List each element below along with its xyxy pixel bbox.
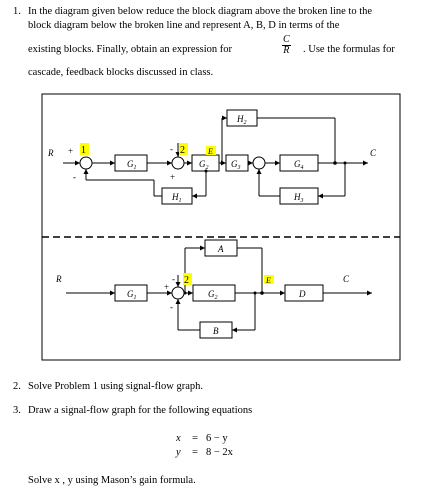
- equation-2-eq: =: [192, 447, 198, 458]
- top-output-label: C: [370, 148, 377, 158]
- bottom-g1-label: G1: [127, 289, 137, 301]
- bottom-label-e: E: [265, 276, 271, 285]
- top-marker-1: 1: [81, 145, 86, 156]
- top-marker-2-bg: [179, 143, 188, 155]
- problem-3-number: 3.: [13, 405, 21, 416]
- fraction-numerator: C: [282, 34, 291, 46]
- top-label-e: E: [207, 147, 213, 156]
- block-diagram: R + 1 - - 2 E + C G1 G2 G3 G4 H2 H1 H3 R…: [41, 93, 401, 361]
- bottom-marker-2: 2: [184, 275, 189, 286]
- top-h2-label: H2: [236, 114, 247, 126]
- bottom-minus-bottom: -: [170, 302, 173, 312]
- top-marker-2: 2: [180, 145, 185, 156]
- fraction-denominator: R: [283, 45, 290, 56]
- top-sum-junction-1: [79, 156, 93, 170]
- top-g4-label: G4: [294, 159, 304, 171]
- top-minus-2: -: [170, 144, 173, 154]
- problem-3-text: Draw a signal-flow graph for the followi…: [28, 405, 253, 416]
- top-sum-junction-2: [171, 156, 185, 170]
- problem-2-number: 2.: [13, 381, 21, 392]
- diagram-frame: [41, 93, 401, 361]
- top-g3-label: G3: [231, 159, 241, 171]
- top-h3-label: H3: [293, 192, 304, 204]
- bottom-minus-top: -: [172, 274, 175, 284]
- bottom-a-label: A: [217, 244, 224, 254]
- equation-2-lhs: y: [176, 447, 181, 458]
- problem-1-line-1: In the diagram given below reduce the bl…: [28, 6, 373, 17]
- top-label-e-bg: [206, 146, 216, 155]
- bottom-marker-2-bg: [183, 273, 192, 285]
- c-over-r-fraction: C R: [278, 35, 295, 56]
- top-plus-2: +: [170, 172, 175, 182]
- problem-1-line-4: cascade, feedback blocks discussed in cl…: [28, 67, 214, 78]
- top-sum-junction-3: [252, 156, 266, 170]
- top-plus-1: +: [68, 146, 73, 156]
- top-input-label: R: [47, 148, 54, 158]
- bottom-plus: +: [164, 282, 169, 292]
- equation-2-rhs: 8 − 2x: [206, 447, 233, 458]
- problem-1-number: 1.: [13, 6, 21, 17]
- equation-1-rhs: 6 − y: [206, 433, 228, 444]
- problem-1-line-3a: existing blocks. Finally, obtain an expr…: [28, 44, 233, 55]
- top-g1-label: G1: [127, 159, 137, 171]
- equation-1-lhs: x: [176, 433, 181, 444]
- bottom-input-label: R: [55, 274, 62, 284]
- problem-1-line-2: block diagram below the broken line and …: [28, 20, 340, 31]
- bottom-label-e-bg: [264, 275, 274, 284]
- top-marker-1-bg: [80, 143, 89, 155]
- problem-1-line-3b: . Use the formulas for: [303, 44, 395, 55]
- bottom-b-label: B: [213, 326, 219, 336]
- mason-instruction: Solve x , y using Mason’s gain formula.: [28, 475, 196, 486]
- top-minus-1: -: [73, 172, 76, 182]
- top-h1-label: H1: [171, 192, 182, 204]
- bottom-g2-label: G2: [208, 289, 218, 301]
- bottom-output-label: C: [343, 274, 350, 284]
- bottom-sum-junction: [171, 286, 185, 300]
- equation-1-eq: =: [192, 433, 198, 444]
- top-g2-label: G2: [199, 159, 209, 171]
- problem-2-text: Solve Problem 1 using signal-flow graph.: [28, 381, 203, 392]
- bottom-d-label: D: [298, 289, 306, 299]
